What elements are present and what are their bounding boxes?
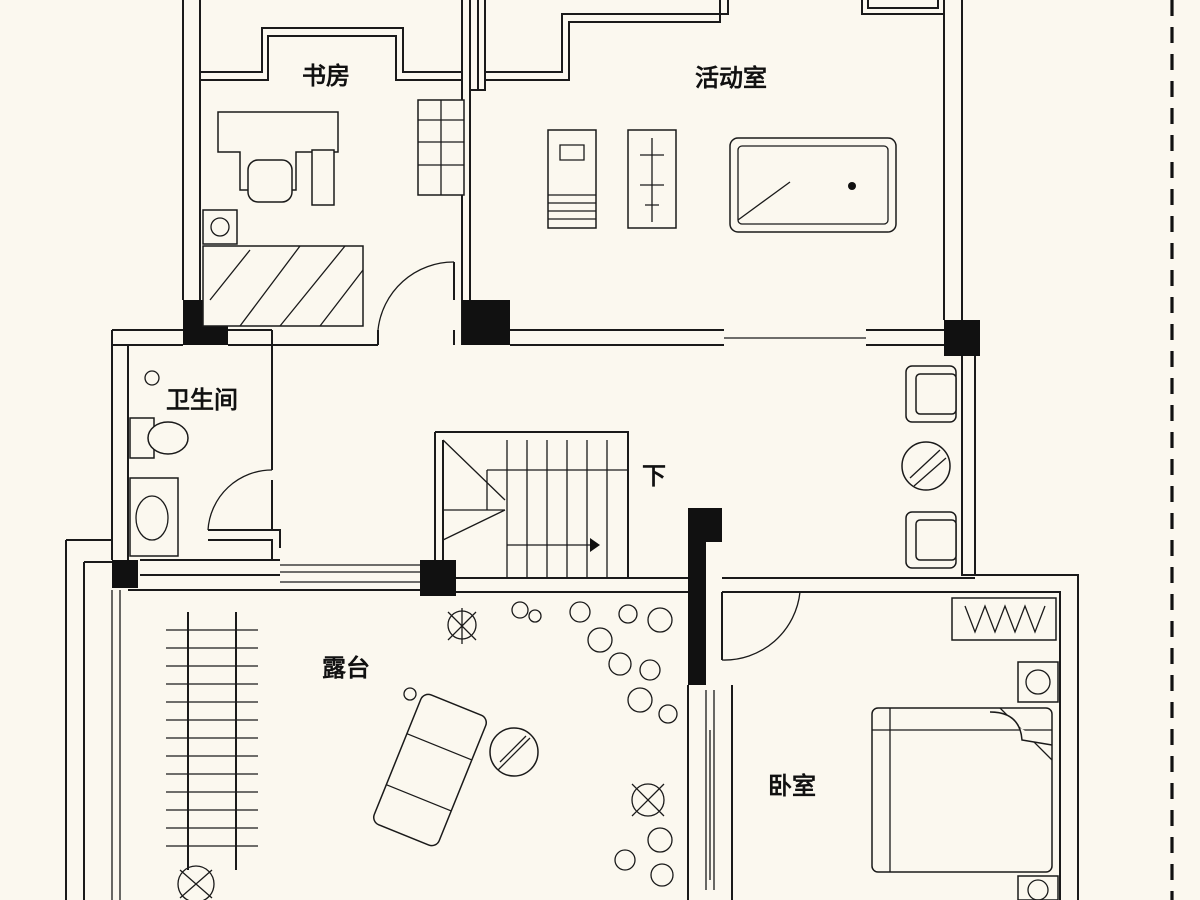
activity-room-furniture	[547, 129, 897, 233]
stairs-down-label: 下	[642, 462, 666, 490]
study-label: 书房	[302, 62, 350, 90]
bathroom-label: 卫生间	[166, 386, 238, 414]
doors	[207, 261, 801, 661]
activity-room-label: 活动室	[695, 64, 767, 92]
study-furniture	[202, 99, 465, 327]
terrace-label: 露台	[322, 654, 370, 682]
structural-pillars	[112, 300, 980, 685]
staircase	[434, 431, 629, 578]
terrace-items	[166, 601, 678, 900]
bedroom-furniture	[871, 597, 1059, 900]
bedroom-label: 卧室	[768, 772, 816, 800]
bathroom-fixtures	[129, 370, 189, 557]
corridor-furniture	[901, 365, 957, 569]
